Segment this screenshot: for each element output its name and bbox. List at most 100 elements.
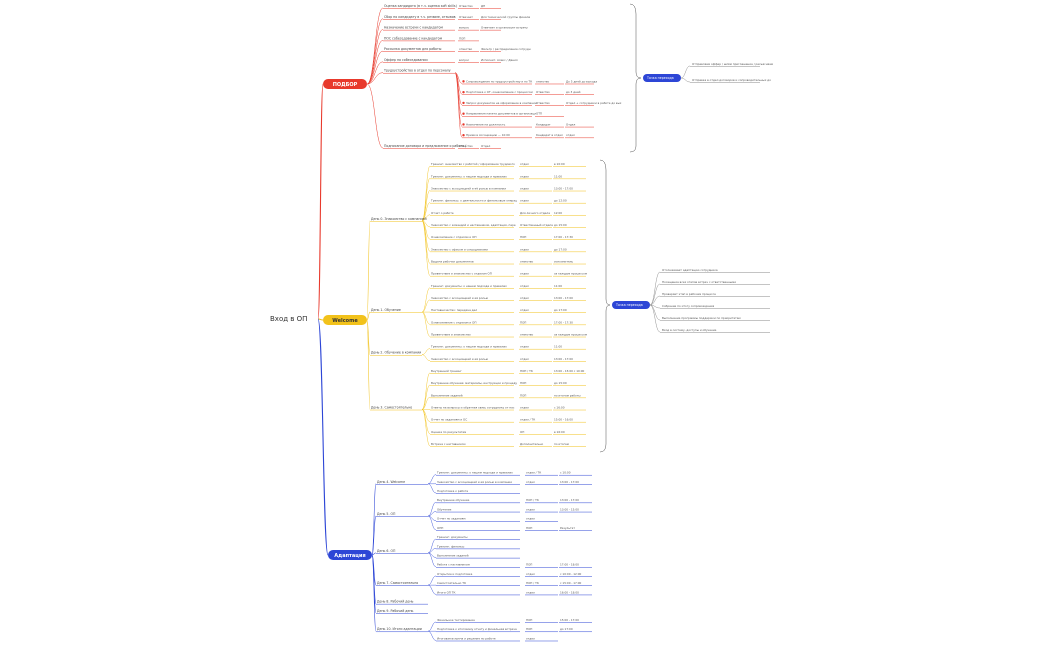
topic-tag[interactable]: Кандидат в отдел: [536, 133, 563, 137]
topic-tag[interactable]: отвество: [520, 332, 534, 336]
topic-item[interactable]: Ответы на вопросы и обратная связь сотру…: [431, 405, 515, 409]
topic-tag[interactable]: ОП: [520, 430, 524, 434]
topic-tag[interactable]: Отвество: [459, 144, 473, 148]
topic-tag[interactable]: ПОП: [459, 36, 465, 40]
topic-tag[interactable]: 13:00 - 15:00 с 10:00: [554, 369, 585, 373]
topic-item[interactable]: Тренинг: финансы: о деятельности и финан…: [430, 199, 517, 203]
topic-tag[interactable]: отдел: [566, 133, 575, 137]
branch-label-podbor[interactable]: ПОДБОР: [333, 82, 358, 88]
topic-tag[interactable]: за каждым процессом: [554, 272, 587, 276]
topic-tag[interactable]: до 3 дней: [566, 90, 581, 94]
topic-item[interactable]: Выдача рабочих документов: [431, 259, 474, 263]
topic-tag[interactable]: отдел: [520, 174, 529, 178]
topic-item[interactable]: Отчет о работе: [431, 211, 454, 215]
topic-tag[interactable]: до 15:00: [554, 223, 567, 227]
group-topic[interactable]: День 8. Рабочий день: [377, 600, 414, 604]
topic-tag[interactable]: Отдел + сотрудники в работе до вых: [566, 101, 622, 105]
topic-tag[interactable]: отдел: [520, 357, 529, 361]
topic-tag[interactable]: Отвественный отдела: [520, 223, 553, 227]
summary-note[interactable]: Проверяет этап в рабочем процессе: [662, 292, 716, 296]
topic-tag[interactable]: с 15:00 - 17:00: [560, 581, 582, 585]
group-topic[interactable]: День 1. Обучение: [371, 308, 401, 312]
topic-item[interactable]: Ознакомление с отделом и ОП: [431, 320, 476, 324]
topic-tag[interactable]: до 17:00: [560, 627, 573, 631]
summary-note[interactable]: Отправка в отдел договоров и сопроводите…: [692, 78, 771, 82]
topic-tag[interactable]: отвество: [459, 47, 473, 51]
topic-item[interactable]: Финальное тестирование: [437, 618, 475, 622]
topic-tag[interactable]: отдел: [520, 272, 529, 276]
topic-tag[interactable]: отдел: [520, 199, 529, 203]
topic-tag[interactable]: Для личного отдела: [520, 211, 550, 215]
topic-tag[interactable]: ПОП / ТК: [520, 369, 533, 373]
topic-tag[interactable]: ОТП: [536, 112, 542, 116]
topic-item[interactable]: Отчет по заданиям и ОС: [431, 418, 467, 422]
topic-tag[interactable]: Дополнительно: [520, 442, 543, 446]
topic-item[interactable]: Выполнение заданий: [437, 554, 469, 558]
topic-tag[interactable]: ПОП: [526, 526, 532, 530]
topic-tag[interactable]: отдел: [520, 405, 529, 409]
topic-item[interactable]: Знакомство с ассоциацией и её ролью в ко…: [437, 480, 512, 484]
topic-item[interactable]: Тренинг: документы: о нашем подходе и пр…: [430, 345, 507, 349]
topic-tag[interactable]: 11:00: [554, 174, 562, 178]
topic-tag[interactable]: отдел: [520, 284, 529, 288]
topic-tag[interactable]: 13:00 - 17:00: [554, 296, 573, 300]
topic-tag[interactable]: ПОП: [526, 627, 532, 631]
sub-topic-item[interactable]: Назначение на должность: [466, 122, 506, 126]
topic-item[interactable]: ОПП: [437, 526, 443, 530]
topic-item[interactable]: Внутреннее обучение: материалы, инструкц…: [431, 381, 517, 385]
topic-tag[interactable]: ПОП: [520, 235, 526, 239]
topic-item[interactable]: Встреча с наставником: [431, 442, 466, 446]
topic-tag[interactable]: отдел: [526, 636, 535, 640]
topic-tag[interactable]: 13:00 - 17:00: [560, 498, 579, 502]
topic-tag[interactable]: 11:00: [554, 284, 562, 288]
topic-tag[interactable]: отдел: [520, 296, 529, 300]
sub-topic-item[interactable]: Подготовка к ОТ, ознакомление с процессо…: [466, 90, 533, 94]
topic-tag[interactable]: до 12:00: [554, 199, 567, 203]
topic-tag[interactable]: в 16:00: [554, 430, 565, 434]
topic-tag[interactable]: 11:00: [554, 345, 562, 349]
topic-tag[interactable]: до 17:00: [554, 308, 567, 312]
topic-tag[interactable]: отдел: [526, 572, 535, 576]
topic-tag[interactable]: 13:00 - 17:00: [554, 357, 573, 361]
summary-label[interactable]: Точка перехода: [646, 76, 674, 80]
sub-topic-item[interactable]: Запрос документов на оформление в компан…: [466, 101, 537, 105]
topic-tag[interactable]: ПОП: [526, 618, 532, 622]
summary-pill[interactable]: [612, 301, 650, 309]
summary-pill[interactable]: [643, 74, 681, 82]
branch-pill-welcome[interactable]: [323, 315, 367, 325]
topic-tag[interactable]: по итогам работы: [554, 393, 581, 397]
topic-tag[interactable]: вопрос: [459, 26, 470, 30]
topic-tag[interactable]: Отвество: [536, 90, 550, 94]
topic-item[interactable]: Назначение встречи с кандидатом: [384, 26, 443, 30]
topic-tag[interactable]: Отвество: [536, 101, 550, 105]
group-topic[interactable]: День 7. Самостоятельно: [377, 581, 418, 585]
topic-item[interactable]: Тренинг: финансы: [436, 544, 464, 548]
topic-tag[interactable]: отдел: [520, 162, 529, 166]
topic-item[interactable]: Знакомство с офисом и сотрудниками: [431, 247, 488, 251]
topic-tag[interactable]: 13:00 - 17:00: [560, 480, 579, 484]
topic-tag[interactable]: Отвечает: [459, 15, 473, 19]
topic-tag[interactable]: ПОП: [526, 563, 532, 567]
topic-item[interactable]: Трудоустройство в отдел по персоналу: [383, 69, 451, 73]
root-topic[interactable]: Вход в ОП: [270, 315, 307, 323]
topic-item[interactable]: Оценка кандидата (в т.ч. оценка soft ski…: [384, 4, 457, 8]
topic-tag[interactable]: ДП: [481, 4, 485, 8]
topic-item[interactable]: Работа с наставником: [437, 563, 470, 567]
topic-item[interactable]: ПОС собеседование с кандидатом: [384, 36, 443, 40]
topic-tag[interactable]: отдел: [520, 345, 529, 349]
topic-tag[interactable]: с 16:00: [554, 405, 565, 409]
group-topic[interactable]: День 0. Знакомство с компанией: [371, 217, 427, 221]
summary-note[interactable]: Собрание по итогу сопровождения: [662, 304, 714, 308]
branch-label-welcome[interactable]: Welcome: [332, 318, 358, 324]
topic-item[interactable]: Ознакомление с отделом и ОП: [431, 235, 476, 239]
summary-note[interactable]: Отправляем оффер / шлём приглашение / ра…: [692, 62, 773, 66]
topic-tag[interactable]: До 5 дней до выхода: [566, 79, 597, 83]
topic-tag[interactable]: 17:00 - 17:30: [554, 320, 573, 324]
sub-topic-item[interactable]: Сопровождение по трудоустройству и по ТК: [466, 79, 532, 83]
group-topic[interactable]: День 4. Welcome: [377, 480, 405, 484]
topic-tag[interactable]: Отвечает и организует встречу: [481, 26, 528, 30]
topic-tag[interactable]: по итогам: [554, 442, 569, 446]
topic-item[interactable]: Знакомство с командой и наставником, ада…: [431, 223, 516, 227]
topic-tag[interactable]: ПОП: [520, 381, 526, 385]
topic-item[interactable]: Тренинг: документы: о нашем подходе и пр…: [430, 284, 507, 288]
